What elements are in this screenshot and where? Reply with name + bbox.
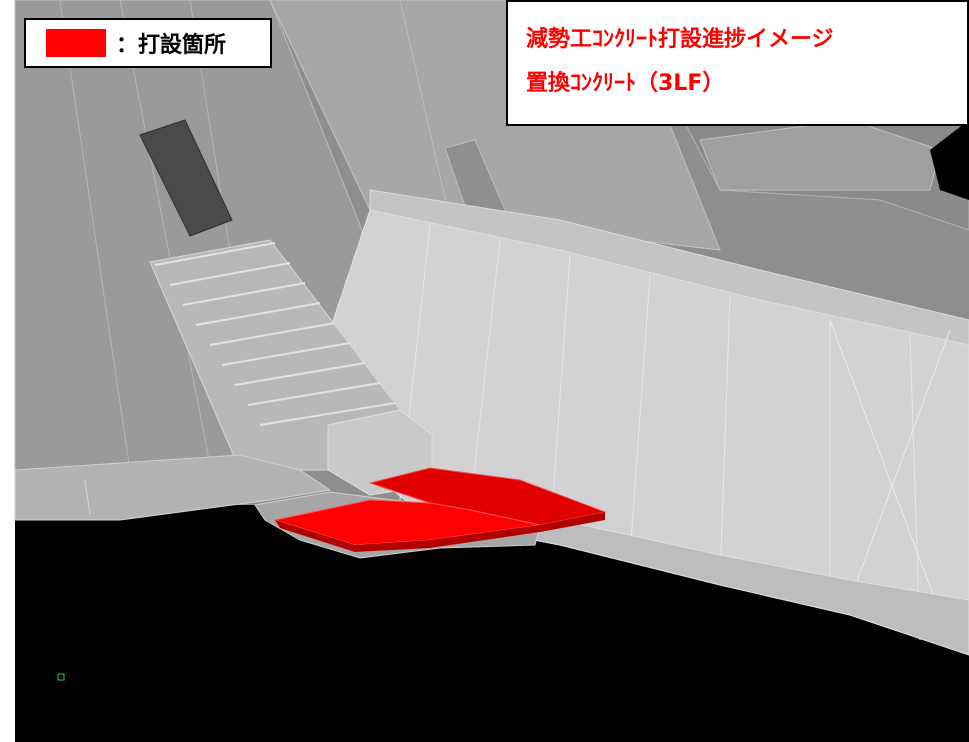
title-line-2: 置換ｺﾝｸﾘｰﾄ（3LF）: [526, 71, 725, 96]
title-box: 減勢工ｺﾝｸﾘｰﾄ打設進捗イメージ 置換ｺﾝｸﾘｰﾄ（3LF）: [506, 0, 969, 126]
legend-swatch: [46, 29, 106, 57]
legend-label: ：打設箇所: [116, 33, 227, 58]
hatch-panel: [139, 119, 233, 237]
left-ground-slab: [14, 454, 332, 521]
title-line-1: 減勢工ｺﾝｸﾘｰﾄ打設進捗イメージ: [526, 27, 834, 52]
legend: ：打設箇所: [24, 18, 272, 68]
green-marker: [57, 673, 65, 681]
placement-area-edge: [275, 512, 605, 552]
